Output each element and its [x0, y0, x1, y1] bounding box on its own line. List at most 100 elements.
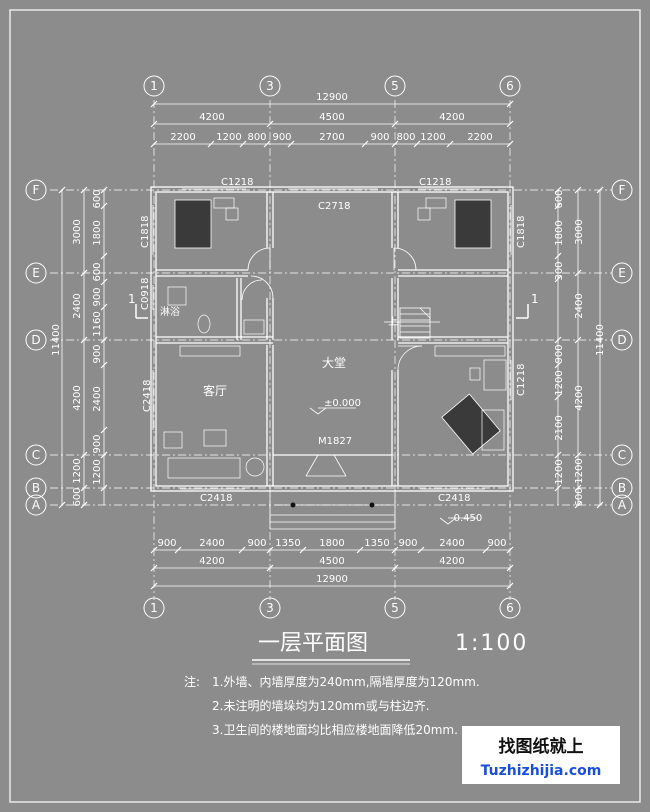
stair-up-label: 上 [388, 316, 398, 328]
dimension-text: 600 [92, 189, 103, 208]
grid-bubbles [25, 75, 633, 619]
dimension-text: 900 [272, 132, 291, 143]
dimension-text: 2400 [72, 293, 83, 318]
dimension-text: 4200 [199, 112, 224, 123]
dimension-text: 1200 [216, 132, 241, 143]
grid-row-label: B [32, 481, 40, 495]
bed-furniture [174, 199, 501, 455]
window-label: C2718 [318, 201, 350, 212]
door-swings [241, 247, 423, 477]
dimension-text: 4200 [439, 112, 464, 123]
dimension-text: 600 [72, 487, 83, 506]
watermark-box [462, 726, 620, 784]
dimension-text: 4200 [72, 385, 83, 410]
column-dot [369, 502, 375, 508]
watermark-brand: 找图纸就上 [499, 736, 584, 757]
note-line: 2.未注明的墙垛均为120mm或与柱边齐. [212, 698, 430, 713]
dimension-text: 2400 [92, 386, 103, 411]
room-furniture [163, 197, 507, 479]
window-label: C1218 [516, 364, 527, 396]
drawing-frame [9, 9, 641, 803]
dimension-text: 900 [398, 538, 417, 549]
top-dimension-lines [150, 100, 514, 148]
dimension-text: 12900 [316, 574, 348, 585]
grid-row-label: B [618, 481, 626, 495]
grid-row-label: E [32, 266, 40, 280]
dimension-text: 1200 [554, 459, 565, 484]
level-marks [309, 407, 478, 525]
dimension-text: 1160 [92, 311, 103, 336]
dimension-text: 1800 [554, 220, 565, 245]
grid-row-label: A [618, 498, 627, 512]
drawing-title: 一层平面图 [258, 631, 368, 656]
entrance-steps [269, 491, 396, 530]
dimension-text: 900 [92, 434, 103, 453]
grid-col-label: 1 [150, 79, 158, 93]
dimension-text: 900 [370, 132, 389, 143]
dimension-text: 900 [487, 538, 506, 549]
grid-col-label: 3 [266, 79, 274, 93]
section-number: 1 [128, 292, 136, 306]
dimension-text: 300 [554, 261, 565, 280]
dimension-text: 2400 [439, 538, 464, 549]
dimension-text: 4200 [574, 385, 585, 410]
dimension-text: 2400 [574, 293, 585, 318]
stair [384, 307, 440, 339]
dimension-text: 600 [92, 262, 103, 281]
window-label: C1218 [419, 177, 451, 188]
notes-prefix: 注: [184, 674, 200, 689]
dimension-text: 900 [554, 344, 565, 363]
grid-col-label: 6 [506, 79, 514, 93]
window-symbols [152, 188, 512, 490]
room-label-bath: 淋浴 [160, 305, 180, 318]
window-label: C0918 [140, 278, 151, 310]
grid-row-label: D [31, 333, 40, 347]
dimension-text: 12900 [316, 92, 348, 103]
dimension-text: 3000 [574, 219, 585, 244]
dimension-text: 2200 [467, 132, 492, 143]
door-label: M1827 [318, 436, 352, 447]
dimension-text: 4200 [199, 556, 224, 567]
dimension-text: 11400 [595, 324, 606, 356]
grid-row-label: F [619, 183, 626, 197]
grid-row-label: C [32, 448, 40, 462]
grid-col-label: 1 [150, 601, 158, 615]
drawing-scale: 1:100 [455, 631, 528, 656]
grid-row-label: D [617, 333, 626, 347]
grid-row-label: F [33, 183, 40, 197]
window-label: C2418 [200, 493, 232, 504]
note-line: 1.外墙、内墙厚度为240mm,隔墙厚度为120mm. [212, 674, 480, 689]
window-label: C2418 [142, 380, 153, 412]
dimension-text: 4500 [319, 112, 344, 123]
walls [150, 186, 514, 492]
left-dimension-lines [58, 186, 108, 509]
dimension-text: 1800 [319, 538, 344, 549]
dimension-text: 900 [92, 344, 103, 363]
dimension-text: 1200 [420, 132, 445, 143]
dimension-text: 1800 [92, 220, 103, 245]
dimension-text: 1200 [574, 458, 585, 483]
dimension-text: 4200 [439, 556, 464, 567]
axis-lines [50, 100, 612, 600]
grid-col-label: 5 [391, 601, 399, 615]
dimension-text: 4500 [319, 556, 344, 567]
room-label-hall: 大堂 [322, 356, 346, 370]
dimension-text: 900 [247, 538, 266, 549]
window-label: C1818 [140, 216, 151, 248]
dimension-text: 11400 [51, 324, 62, 356]
section-mark [135, 304, 529, 319]
dimension-text: 2200 [170, 132, 195, 143]
grid-row-label: E [618, 266, 626, 280]
grid-col-label: 6 [506, 601, 514, 615]
dimension-text: 1200 [92, 459, 103, 484]
dimension-text: 900 [92, 287, 103, 306]
window-label: C1818 [516, 216, 527, 248]
outdoor-level-label: -0.450 [450, 513, 482, 524]
bottom-dimension-lines [150, 546, 514, 590]
dimension-text: 800 [396, 132, 415, 143]
dimension-text: 1350 [275, 538, 300, 549]
dimension-text: 600 [574, 487, 585, 506]
grid-row-label: A [32, 498, 41, 512]
dimension-text: 800 [247, 132, 266, 143]
